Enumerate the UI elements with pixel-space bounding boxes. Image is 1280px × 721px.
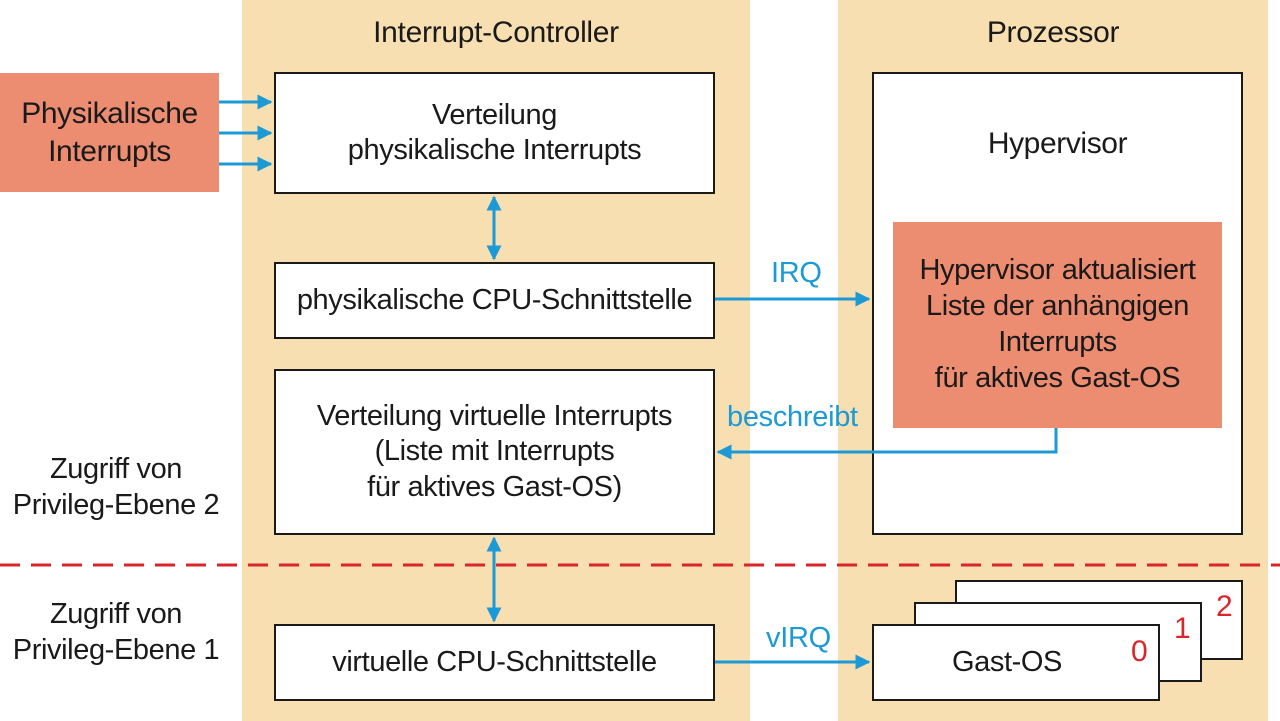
virq-label: vIRQ <box>766 622 831 654</box>
hypervisor-update-box: Hypervisor aktualisiert Liste der anhäng… <box>893 222 1222 428</box>
writes-arrow <box>716 428 1058 460</box>
physical-cpu-interface-box: physikalische CPU-Schnittstelle <box>274 262 715 339</box>
hypervisor-label: Hypervisor <box>987 127 1128 160</box>
guest-os-index-0: 0 <box>1131 635 1148 668</box>
writes-label: beschreibt <box>727 401 858 433</box>
guest-os-label: Gast-OS <box>952 645 1062 678</box>
physical-interrupts-box: Physikalische Interrupts <box>0 73 219 192</box>
privilege-level-2-label: Zugriff von Privileg-Ebene 2 <box>12 453 220 521</box>
guest-os-index-2: 2 <box>1216 590 1233 623</box>
processor-title: Prozessor <box>986 16 1120 49</box>
privilege-level-1-label: Zugriff von Privileg-Ebene 1 <box>12 598 220 666</box>
interrupt-controller-title: Interrupt-Controller <box>373 16 619 49</box>
irq-label: IRQ <box>771 257 822 289</box>
virtual-cpu-interface-box: virtuelle CPU-Schnittstelle <box>274 624 715 701</box>
distribution-physical-box: Verteilung physikalische Interrupts <box>274 72 715 194</box>
guest-os-card-0: Gast-OS <box>872 624 1160 701</box>
distribution-virtual-box: Verteilung virtuelle Interrupts (Liste m… <box>274 369 715 535</box>
guest-os-index-1: 1 <box>1174 612 1191 645</box>
